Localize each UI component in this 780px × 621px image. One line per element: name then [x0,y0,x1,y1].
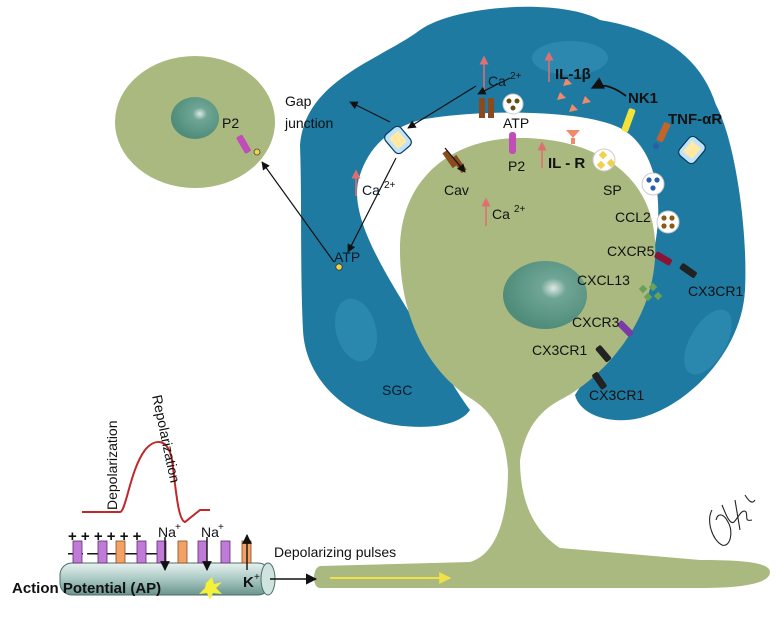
signal-arrows [261,77,627,263]
nk1-receptor [621,108,636,133]
sp-vesicle [592,148,616,172]
na-label-left: Na + [158,522,181,540]
ccl2-label: CCL2 [615,209,651,225]
gap-junction-right [678,135,706,165]
svg-text:Ca: Ca [362,182,380,198]
p2-label-neuron: P2 [508,158,525,174]
cx3cr1-label-right: CX3CR1 [688,283,743,299]
spark-icon [199,577,222,600]
atp-label-left: ATP [334,249,360,265]
il-r-label: IL - R [548,155,585,172]
tnfar-receptor [656,122,671,143]
cxcr5-label: CXCR5 [607,243,655,259]
svg-text:2+: 2+ [510,71,522,82]
il1b-label: IL-1β [555,66,591,83]
k-label: K + [243,572,260,591]
tnfar-label: TNF-αR [668,111,722,128]
svg-text:K: K [243,574,254,591]
svg-text:Ca: Ca [488,73,506,89]
svg-text:junction: junction [284,115,333,131]
ccl2-vesicle [656,210,680,234]
ca-label-soma: Ca 2+ [492,204,526,222]
svg-text:2+: 2+ [384,180,396,191]
cxcr5-receptor [654,251,673,266]
cxcl13-label: CXCL13 [577,272,630,288]
neuron [314,138,770,588]
cx3cr1-receptor-mid [595,345,612,363]
atp-dot-left [335,263,343,271]
increase-arrows [351,51,554,226]
neighbor-cell [115,56,275,188]
signature-icon [709,494,756,546]
cx3cr1-receptor-bottom [592,372,607,390]
cxcr3-label: CXCR3 [572,314,620,330]
il1b-ligands [557,78,591,144]
cx3cr1-receptor-right [679,263,697,278]
atp-label-top: ATP [503,115,529,131]
sgc-label: SGC [382,382,412,398]
depolarization-label: Depolarization [104,421,120,511]
tnf-vesicle [641,172,665,196]
ca-label-top: Ca 2+ [488,71,522,89]
svg-text:+: + [254,572,260,583]
ap-curve [82,441,210,524]
cxcr3-receptor [617,320,634,337]
nk1-label: NK1 [628,90,658,107]
sp-label: SP [603,182,622,198]
svg-text:Na: Na [158,524,176,540]
p2-label-cell: P2 [222,115,239,131]
cav-label: Cav [444,182,469,198]
action-potential-panel: Depolarization Repolarization + + + + + … [12,393,276,600]
tnf-ligand [653,143,659,149]
ca-channel-top [479,98,494,118]
svg-text:+: + [175,522,181,533]
p2-receptor-neuron [509,132,516,154]
ion-channels [72,540,252,564]
svg-text:2+: 2+ [514,204,526,215]
svg-text:+: + [218,522,224,533]
cxcl13-ligand [638,282,663,302]
cx3cr1-label-mid: CX3CR1 [532,342,587,358]
ca-label-left: Ca 2+ [362,180,396,198]
svg-text:Gap: Gap [285,93,312,109]
depolarizing-pulses-label: Depolarizing pulses [274,544,396,560]
atp-vesicle-top [502,93,524,115]
gap-junction-left [384,125,412,155]
na-label-right: Na + [201,522,224,540]
svg-text:Na: Na [201,524,219,540]
action-potential-label: Action Potential (AP) [12,580,161,597]
svg-text:Ca: Ca [492,206,510,222]
gap-junction-label: Gap junction [284,93,333,131]
repolarization-label: Repolarization [149,393,183,484]
cx3cr1-label-bottom: CX3CR1 [589,387,644,403]
